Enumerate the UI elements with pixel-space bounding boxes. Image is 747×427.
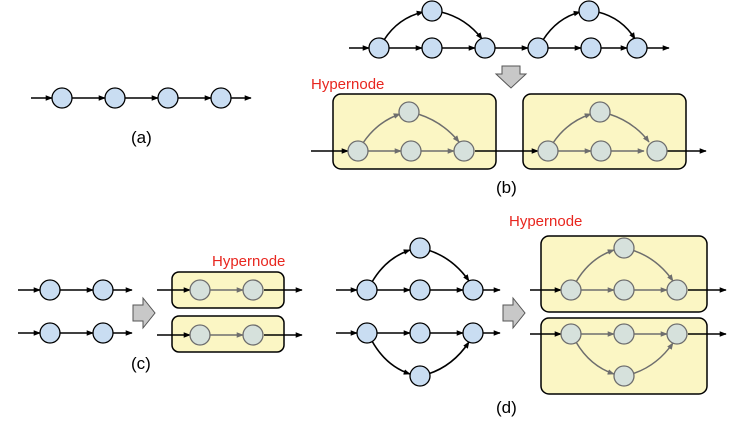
node: [39, 322, 61, 344]
caption-a: (a): [131, 128, 152, 147]
node: [39, 279, 61, 301]
node: [347, 140, 369, 162]
node: [189, 324, 211, 346]
node: [356, 322, 378, 344]
node: [51, 87, 73, 109]
transform-arrow-icon: [502, 296, 526, 330]
panel-c: Hypernode (c): [18, 253, 303, 373]
transform-arrow-icon: [494, 65, 528, 89]
node: [421, 37, 443, 59]
node: [368, 37, 390, 59]
node: [666, 323, 688, 345]
node: [189, 279, 211, 301]
node: [580, 37, 602, 59]
node: [589, 101, 611, 123]
hypernode-box: [540, 317, 708, 395]
node: [537, 140, 559, 162]
node: [646, 140, 668, 162]
hypernode-label-c: Hypernode: [212, 253, 285, 270]
node: [356, 279, 378, 301]
node: [400, 140, 422, 162]
panel-a: (a): [31, 87, 252, 147]
edge: [371, 249, 411, 283]
caption-b: (b): [496, 178, 517, 197]
node: [474, 37, 496, 59]
inner-edge: [631, 249, 674, 282]
inner-edge: [631, 342, 674, 375]
node: [626, 37, 648, 59]
edge: [427, 341, 470, 375]
inner-edge: [575, 341, 615, 375]
hypernode-box: [171, 315, 285, 353]
node: [613, 323, 635, 345]
node: [527, 37, 549, 59]
node: [210, 87, 232, 109]
edge: [440, 11, 483, 40]
edge: [542, 10, 581, 41]
node: [578, 0, 600, 22]
node: [453, 140, 475, 162]
panel-b-hypernodes: Hypernode (b): [311, 76, 707, 197]
hypernode-box: [540, 235, 708, 313]
inner-edge: [608, 113, 650, 143]
node: [92, 322, 114, 344]
node: [462, 279, 484, 301]
inner-edge: [575, 249, 615, 283]
node: [613, 279, 635, 301]
node: [398, 101, 420, 123]
transform-arrow-icon: [132, 296, 156, 330]
node: [242, 324, 264, 346]
node: [421, 0, 443, 22]
inner-edge: [552, 113, 592, 144]
node: [409, 279, 431, 301]
edge: [597, 11, 636, 40]
hypernode-label-d: Hypernode: [509, 213, 582, 230]
node: [409, 322, 431, 344]
node: [590, 140, 612, 162]
node: [560, 323, 582, 345]
node: [462, 322, 484, 344]
node: [92, 279, 114, 301]
inner-edge: [362, 113, 401, 144]
caption-c: (c): [131, 354, 151, 373]
inner-edge: [417, 113, 460, 143]
node: [104, 87, 126, 109]
panel-d-hypernodes: Hypernode (d): [496, 213, 727, 417]
panel-d-graph: [336, 237, 526, 387]
node: [560, 279, 582, 301]
edge: [383, 10, 424, 41]
node: [613, 237, 635, 259]
panel-b-graph: [349, 0, 670, 89]
hypernode-label-b: Hypernode: [311, 76, 384, 93]
node: [242, 279, 264, 301]
node: [409, 237, 431, 259]
node: [666, 279, 688, 301]
edge: [427, 249, 470, 282]
node: [157, 87, 179, 109]
caption-d: (d): [496, 398, 517, 417]
node: [613, 365, 635, 387]
node: [409, 365, 431, 387]
edge: [371, 340, 411, 375]
